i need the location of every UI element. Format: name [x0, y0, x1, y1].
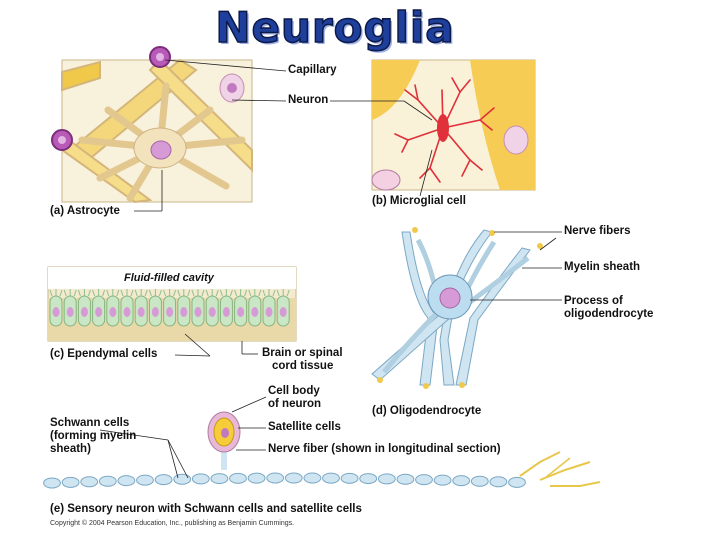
- ependymal-cilia: [191, 289, 205, 297]
- ependymal-cilia: [92, 289, 106, 297]
- microglial-caption: (b) Microglial cell: [372, 195, 466, 207]
- schwann-cell-segment: [284, 472, 303, 484]
- schwann-cell-segment: [415, 474, 433, 486]
- schwann-cell-segment: [43, 477, 61, 489]
- schwann-cell-segment: [377, 473, 396, 485]
- ependymal-cilia: [248, 289, 262, 297]
- ependymal-cilia: [276, 289, 290, 297]
- schwann-cell-segment: [340, 472, 359, 484]
- nerve-fibers-label: Nerve fibers: [564, 225, 631, 237]
- neuron-label: Neuron: [288, 94, 329, 106]
- schwann-cell-segment: [489, 476, 508, 488]
- schwann-cell-segment: [396, 473, 415, 485]
- ependymal-cilia: [234, 289, 248, 297]
- ependymal-cilia: [49, 289, 63, 297]
- schwann-cells-label: Schwann cells (forming myelin sheath): [50, 417, 137, 455]
- schwann-cell-segment: [210, 473, 229, 485]
- schwann-cell-segment: [117, 475, 136, 487]
- schwann-cell-segment: [229, 472, 247, 484]
- ependymal-nucleus: [251, 307, 259, 317]
- myelin-sheath-label: Myelin sheath: [564, 261, 641, 273]
- ependymal-nucleus: [123, 307, 131, 317]
- microglial-panel: [330, 59, 536, 197]
- nerve-fiber-label: Nerve fiber (shown in longitudinal secti…: [268, 443, 501, 455]
- schwann-cell-segment: [433, 474, 452, 486]
- ependymal-nucleus: [222, 307, 230, 317]
- ependymal-cilia: [219, 289, 233, 297]
- ependymal-nucleus: [109, 307, 117, 317]
- schwann-cell-segment: [508, 476, 526, 488]
- schwann-cell-segment: [303, 472, 322, 484]
- ependymal-caption: (c) Ependymal cells: [50, 348, 158, 360]
- ependymal-cilia: [106, 289, 120, 297]
- copyright-notice: Copyright © 2004 Pearson Education, Inc.…: [50, 520, 295, 527]
- schwann-cell-segment: [191, 473, 210, 485]
- oligodendrocyte-panel: [371, 227, 562, 389]
- ependymal-cilia: [148, 289, 162, 297]
- ependymal-nucleus: [52, 307, 60, 317]
- process-of-oligodendrocyte-label: Process of oligodendrocyte: [564, 295, 654, 320]
- schwann-segment-row: [43, 472, 526, 489]
- schwann-cell-segment: [266, 472, 285, 484]
- ependymal-cell-row: [49, 289, 290, 327]
- ependymal-nucleus: [151, 307, 159, 317]
- ependymal-nucleus: [166, 307, 174, 317]
- ependymal-cilia: [77, 289, 91, 297]
- ependymal-cilia: [205, 289, 219, 297]
- ependymal-nucleus: [66, 307, 74, 317]
- ependymal-nucleus: [95, 307, 103, 317]
- ependymal-nucleus: [180, 307, 188, 317]
- schwann-cell-segment: [173, 473, 192, 485]
- brain-tissue-label: Brain or spinal cord tissue: [262, 347, 343, 372]
- schwann-cell-segment: [247, 472, 266, 484]
- satellite-cells-label: Satellite cells: [268, 421, 341, 433]
- sensory-neuron-caption: (e) Sensory neuron with Schwann cells an…: [50, 503, 362, 515]
- ependymal-cilia: [63, 289, 77, 297]
- schwann-cell-segment: [154, 474, 173, 486]
- ependymal-nucleus: [265, 307, 273, 317]
- schwann-cell-segment: [98, 475, 117, 487]
- schwann-cell-segment: [322, 472, 340, 484]
- fluid-filled-cavity-label: Fluid-filled cavity: [124, 272, 214, 284]
- sensory-neuron-panel: [43, 396, 601, 489]
- page-title: Neuroglia: [215, 3, 455, 53]
- ependymal-nucleus: [137, 307, 145, 317]
- ependymal-nucleus: [208, 307, 216, 317]
- ependymal-cilia: [177, 289, 191, 297]
- schwann-cell-segment: [136, 474, 154, 486]
- ependymal-panel: [47, 266, 297, 357]
- ependymal-nucleus: [80, 307, 88, 317]
- capillary-label: Capillary: [288, 64, 337, 76]
- ependymal-nucleus: [194, 307, 202, 317]
- ependymal-cilia: [163, 289, 177, 297]
- schwann-cell-segment: [452, 475, 471, 487]
- ependymal-cilia: [120, 289, 134, 297]
- ependymal-cilia: [134, 289, 148, 297]
- cell-body-label: Cell body of neuron: [268, 385, 322, 410]
- ependymal-nucleus: [237, 307, 245, 317]
- schwann-cell-segment: [359, 473, 378, 485]
- ependymal-nucleus: [279, 307, 287, 317]
- oligodendrocyte-caption: (d) Oligodendrocyte: [372, 405, 482, 417]
- schwann-cell-segment: [80, 476, 99, 488]
- ependymal-cilia: [262, 289, 276, 297]
- schwann-cell-segment: [470, 475, 489, 487]
- schwann-cell-segment: [61, 476, 80, 488]
- astrocyte-caption: (a) Astrocyte: [50, 205, 120, 217]
- astrocyte-panel: [51, 46, 287, 212]
